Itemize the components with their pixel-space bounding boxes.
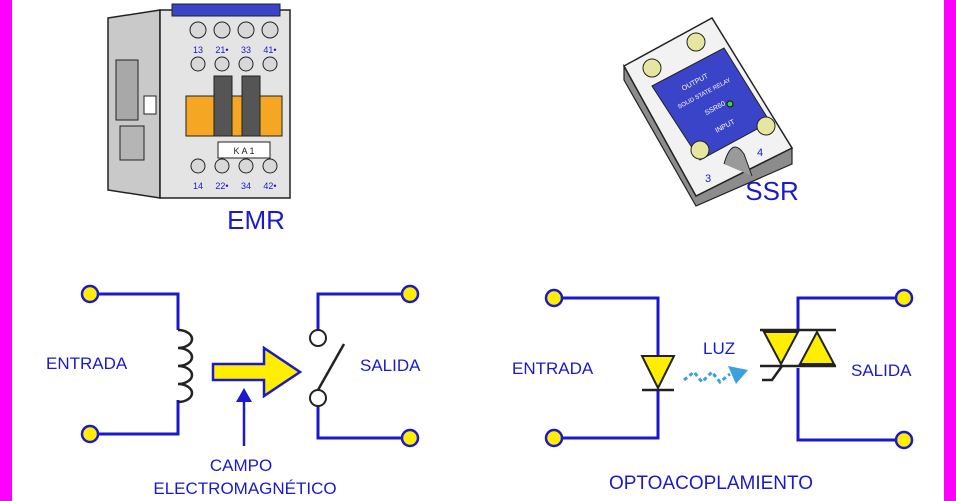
ssr-triac-gate: [762, 365, 784, 382]
terminal-top-4: 41•: [263, 45, 276, 55]
terminal-bottom-2: 22•: [215, 181, 228, 191]
terminal-bottom-1: 14: [193, 181, 203, 191]
contactor-plate: [217, 141, 271, 159]
ssr-luz-label: LUZ: [703, 339, 735, 358]
ssr-salida-label: SALIDA: [851, 361, 912, 380]
terminal-bottom-4: 42•: [263, 181, 276, 191]
ssr-output-wire-bottom: [796, 368, 904, 442]
emr-switch-blade: [316, 343, 346, 391]
contactor-rail-clip: [119, 125, 145, 161]
ssr-output-wire-top: [796, 296, 904, 330]
emr-caption-line2: ELECTROMAGNÉTICO: [153, 479, 336, 498]
emr-input-wire-top: [90, 292, 180, 330]
emr-label: EMR: [227, 205, 285, 235]
emr-entrada-label: ENTRADA: [46, 354, 128, 373]
emr-field-arrow: [211, 345, 303, 399]
ssr-schematic: [544, 288, 914, 450]
ssr-led-triangle: [640, 355, 676, 391]
contactor-bottom-screws: [190, 158, 278, 174]
ssr-input-node-top: [544, 288, 564, 308]
ssr-input-node-bottom: [544, 428, 564, 448]
ssr-triac-left-triangle: [762, 331, 800, 367]
ssr-light-ray: [683, 369, 731, 385]
contactor-actuator-right: [241, 75, 261, 137]
ssr-term-3: 3: [705, 173, 711, 185]
ssr-input-wire-top: [554, 296, 660, 356]
ssr-screw-1: [642, 58, 662, 78]
ssr-screw-3: [690, 140, 710, 160]
emr-pointer-head: [236, 388, 252, 402]
emr-output-node-bottom: [400, 428, 420, 448]
contactor-plate-label: K A 1: [233, 146, 254, 156]
contactor-illustration: 13 21• 33 41• K A 1 14 22• 34 42•: [107, 3, 291, 199]
terminal-top-2: 21•: [215, 45, 228, 55]
emr-input-node-top: [80, 284, 100, 304]
ssr-output-node-top: [894, 288, 914, 308]
contactor-orange-window: [185, 95, 283, 137]
emr-schematic: [80, 284, 420, 448]
emr-caption-line1: CAMPO: [210, 456, 272, 475]
emr-switch-contact-bottom: [309, 389, 327, 407]
ssr-led: [726, 100, 734, 108]
ssr-caption: OPTOACOPLAMIENTO: [609, 473, 813, 494]
terminal-top-1: 13: [193, 45, 203, 55]
emr-output-wire-bottom: [316, 404, 410, 440]
ssr-entrada-label: ENTRADA: [512, 359, 594, 378]
emr-input-node-bottom: [80, 424, 100, 444]
right-frame-bar: [944, 0, 956, 501]
emr-switch-contact-top: [309, 329, 327, 347]
ssr-triac-right-triangle: [798, 329, 836, 365]
emr-output-node-top: [400, 284, 420, 304]
ssr-label: SSR: [745, 176, 798, 206]
ssr-term-4: 4: [757, 147, 763, 159]
emr-coil: [177, 328, 194, 404]
contactor-top-strip: [171, 3, 281, 17]
contactor-top-screws: [189, 21, 279, 39]
contactor-actuator-left: [213, 75, 233, 137]
contactor-side-window: [143, 95, 157, 115]
emr-salida-label: SALIDA: [360, 356, 421, 375]
ssr-screw-4: [756, 116, 776, 136]
ssr-light-arrowhead: [728, 366, 748, 384]
contactor-mid-screws: [190, 56, 278, 72]
emr-output-wire-top: [316, 292, 410, 330]
terminal-bottom-3: 34: [241, 181, 251, 191]
terminal-top-3: 33: [241, 45, 251, 55]
contactor-side-slot: [115, 59, 139, 121]
ssr-screw-2: [686, 32, 706, 52]
ssr-mount-slot: [723, 146, 753, 177]
ssr-output-node-bottom: [894, 430, 914, 450]
ssr-illustration: OUTPUT SOLID STATE RELAY SSR60 INPUT 3 4: [622, 17, 794, 207]
left-frame-bar: [0, 0, 12, 501]
emr-input-wire-bottom: [90, 400, 180, 436]
ssr-input-wire-bottom: [554, 390, 660, 440]
